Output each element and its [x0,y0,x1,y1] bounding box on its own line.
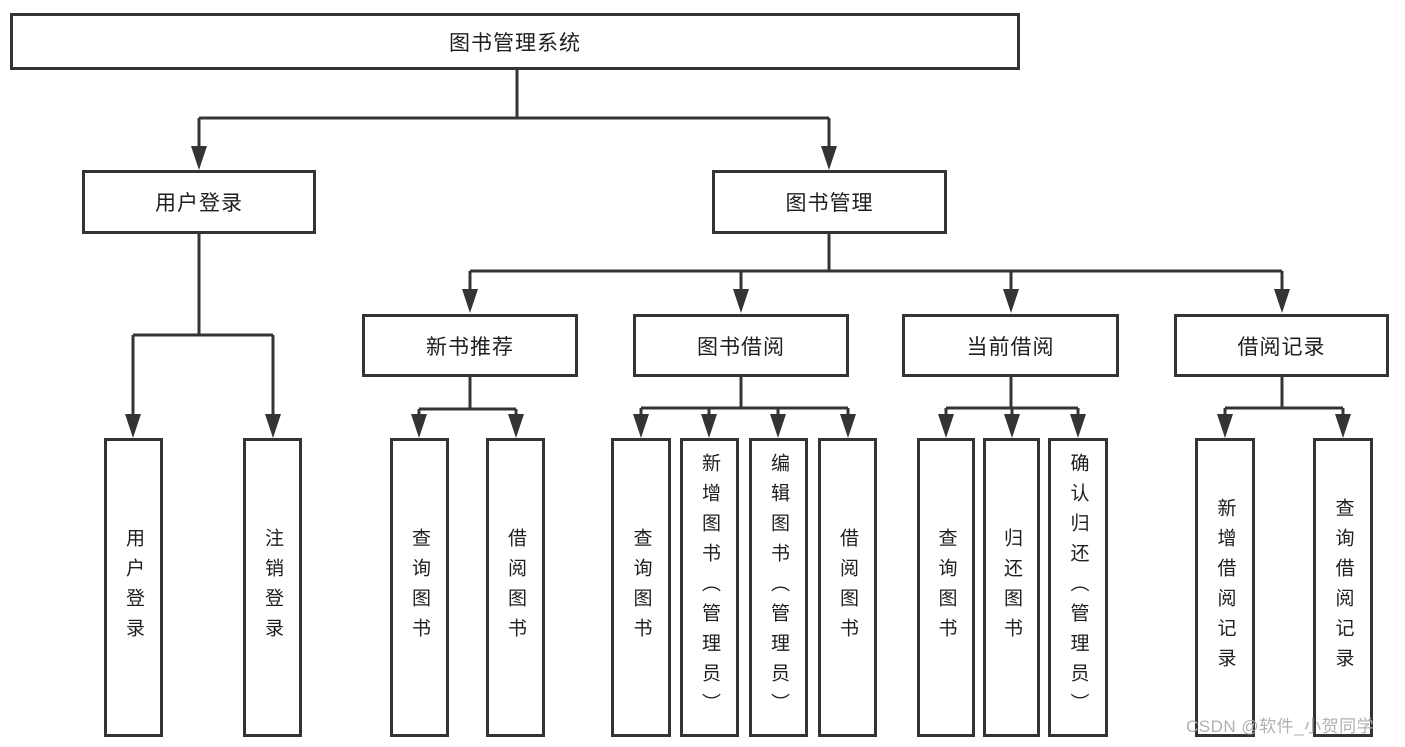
node-leaf-user-login: 用户登录 [104,438,163,737]
node-label: 确认归还（管理员） [1067,452,1089,723]
node-leaf-logout: 注销登录 [243,438,302,737]
node-leaf-return-book: 归还图书 [983,438,1040,737]
node-label: 归还图书 [1001,527,1022,648]
node-current-borrowing: 当前借阅 [902,314,1119,377]
node-label: 借阅图书 [837,527,858,648]
node-leaf-query-books-borrowing: 查询图书 [611,438,671,737]
node-label: 注销登录 [262,527,283,648]
node-label: 用户登录 [123,527,144,648]
node-label: 借阅图书 [505,527,526,648]
node-label: 借阅记录 [1237,335,1326,359]
node-label: 查询图书 [409,527,430,648]
node-label: 图书管理系统 [449,31,581,55]
node-user-login: 用户登录 [82,170,316,234]
node-borrowing-records: 借阅记录 [1174,314,1389,377]
node-label: 图书借阅 [697,335,785,359]
node-label: 新书推荐 [426,335,514,359]
node-label: 图书管理 [785,192,874,215]
node-new-book-recommendation: 新书推荐 [362,314,578,377]
node-leaf-add-borrow-record: 新增借阅记录 [1195,438,1255,737]
csdn-watermark: CSDN @软件_小贺同学 [1186,717,1375,736]
node-label: 新增借阅记录 [1214,497,1236,678]
node-label: 编辑图书（管理员） [768,452,789,723]
node-system-root: 图书管理系统 [10,13,1020,70]
node-label: 当前借阅 [966,335,1055,359]
node-label: 查询图书 [935,527,957,648]
node-label: 新增图书（管理员） [699,452,720,723]
node-label: 用户登录 [155,192,243,215]
node-leaf-edit-book-admin: 编辑图书（管理员） [749,438,808,737]
node-leaf-add-book-admin: 新增图书（管理员） [680,438,739,737]
node-label: 查询图书 [630,527,652,648]
node-leaf-query-books-recommend: 查询图书 [390,438,449,737]
node-leaf-borrow-books-recommend: 借阅图书 [486,438,545,737]
node-leaf-query-books-current: 查询图书 [917,438,975,737]
node-book-management: 图书管理 [712,170,947,234]
node-book-borrowing: 图书借阅 [633,314,849,377]
node-label: 查询借阅记录 [1332,497,1354,678]
node-leaf-confirm-return-admin: 确认归还（管理员） [1048,438,1108,737]
node-leaf-query-borrow-record: 查询借阅记录 [1313,438,1373,737]
node-leaf-borrow-books-borrowing: 借阅图书 [818,438,877,737]
